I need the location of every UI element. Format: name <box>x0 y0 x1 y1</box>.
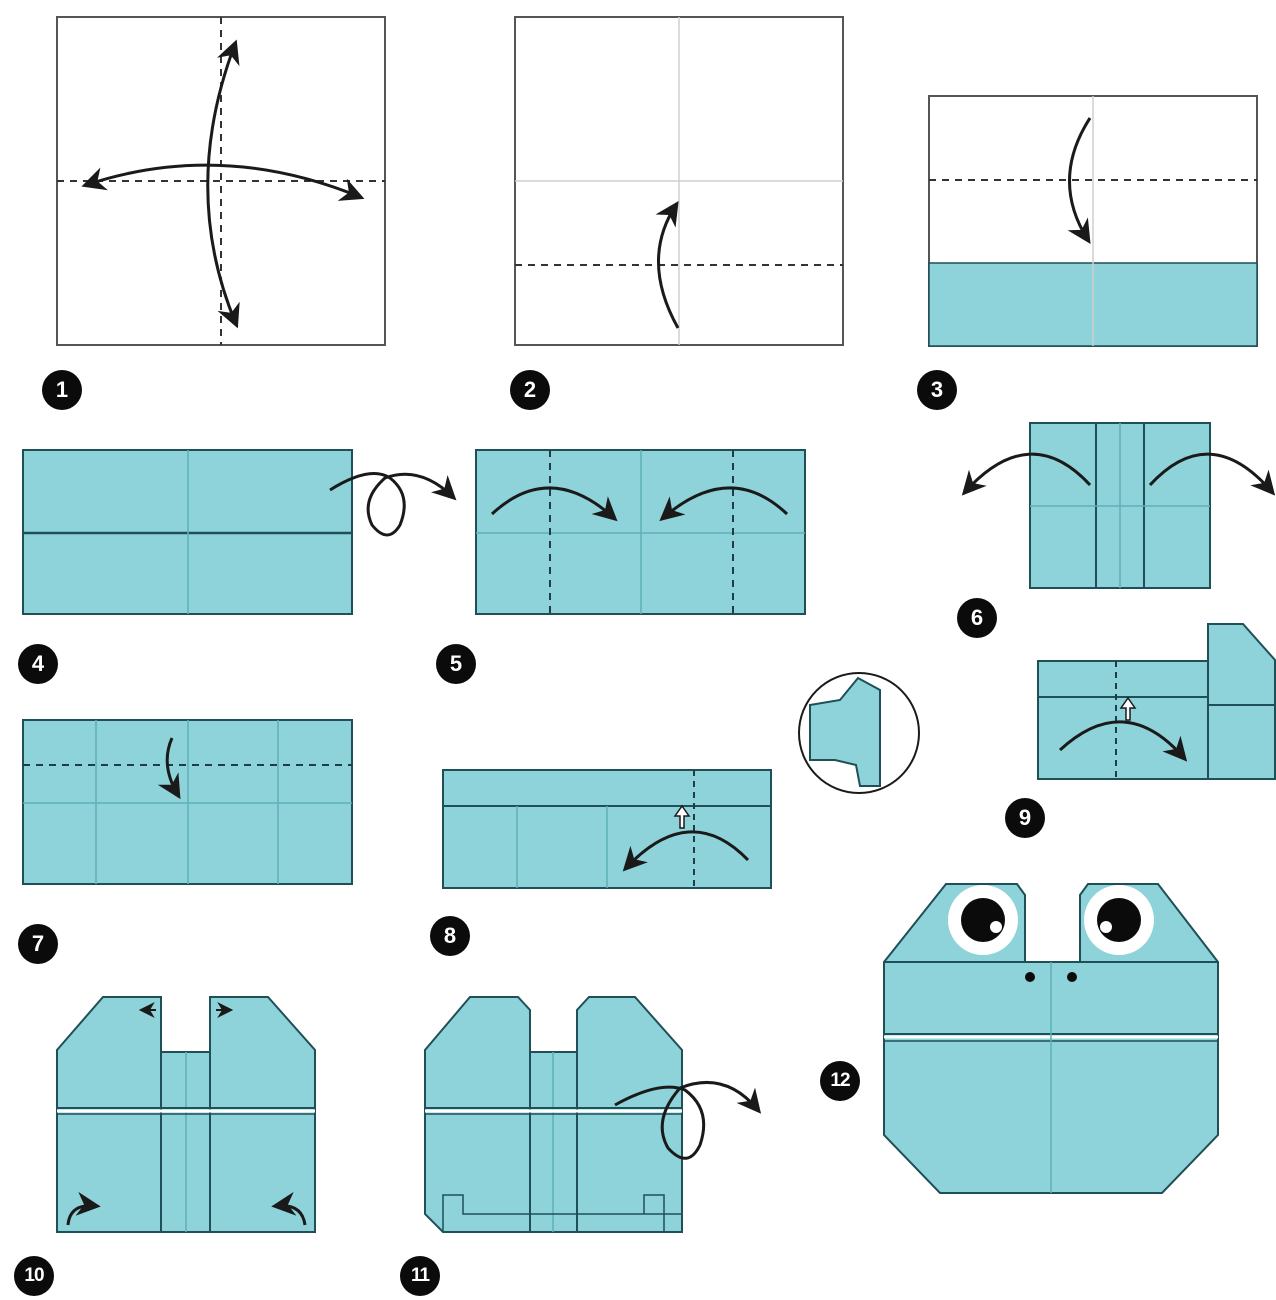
eye-icon <box>1084 885 1154 955</box>
step-number-badge: 10 <box>14 1256 54 1296</box>
step-8-diagram <box>443 673 919 888</box>
step-9-diagram <box>1038 624 1275 779</box>
step-2-diagram <box>515 17 843 345</box>
step-number-badge: 3 <box>917 370 957 410</box>
step-10-diagram <box>57 997 315 1232</box>
step-4-diagram <box>23 450 453 614</box>
step-12-frog <box>884 884 1218 1193</box>
step-11-diagram <box>425 997 758 1232</box>
step-number-badge: 4 <box>18 644 58 684</box>
step-number-badge: 6 <box>957 598 997 638</box>
eye-icon <box>948 885 1018 955</box>
step-number-badge: 12 <box>820 1061 860 1101</box>
step-number-badge: 8 <box>430 916 470 956</box>
magnifier-detail-icon <box>799 673 919 793</box>
step-number-badge: 11 <box>400 1256 440 1296</box>
step-number-badge: 9 <box>1005 798 1045 838</box>
step-7-diagram <box>23 720 352 884</box>
step-number-badge: 2 <box>510 370 550 410</box>
step-number-badge: 7 <box>18 924 58 964</box>
step-6-diagram <box>965 423 1272 588</box>
step-number-badge: 1 <box>42 370 82 410</box>
step-number-badge: 5 <box>436 644 476 684</box>
step-1-diagram <box>57 17 385 345</box>
step-5-diagram <box>476 450 805 614</box>
step-3-diagram <box>929 96 1257 346</box>
